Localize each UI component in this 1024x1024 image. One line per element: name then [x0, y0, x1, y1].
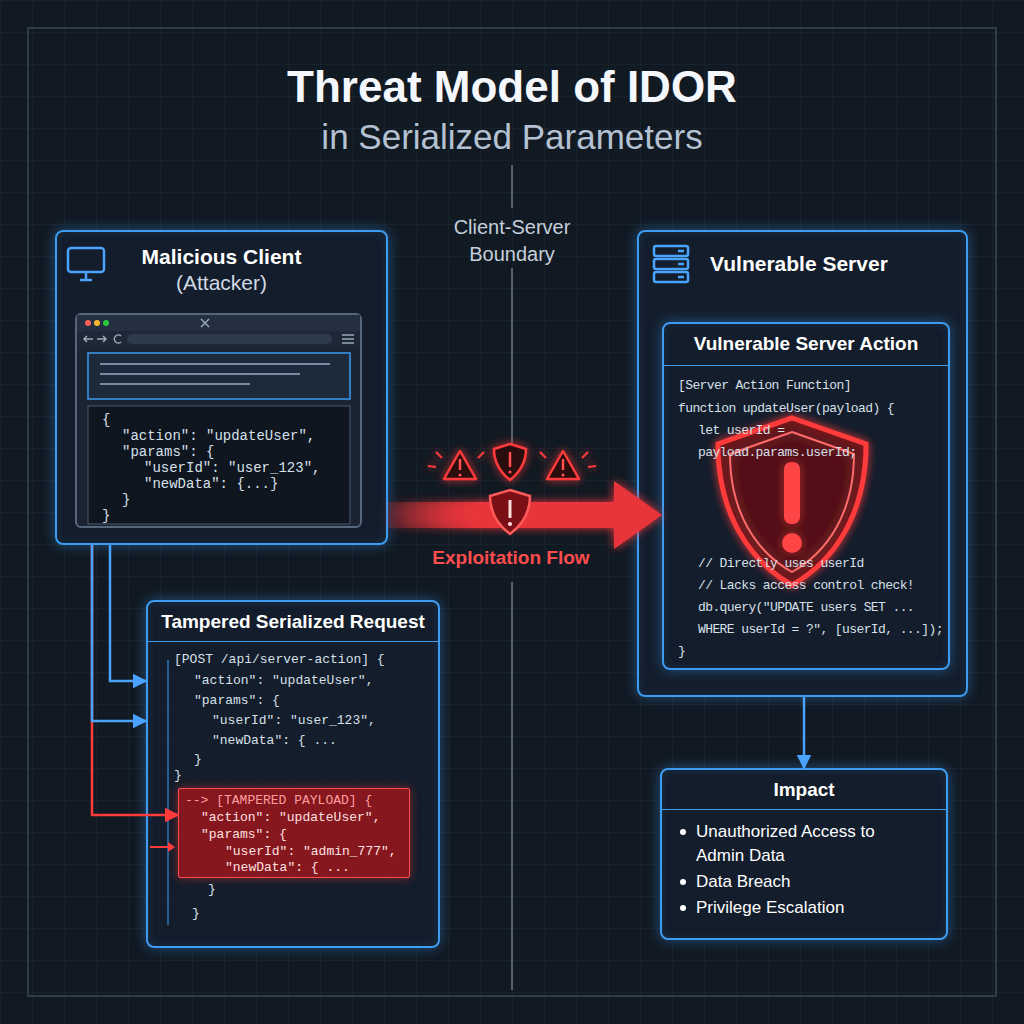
- impact-item: Privilege Escalation: [696, 896, 901, 920]
- warning-icons: [562, 459, 565, 470]
- arrow-shield: [490, 490, 530, 534]
- code-line: "action": "updateUser",: [201, 810, 380, 826]
- browser-chrome: [84, 335, 121, 343]
- connector-arrow: [803, 697, 806, 768]
- server-icon: [678, 251, 684, 277]
- code-line: db.query("UPDATE users SET ...: [698, 600, 914, 616]
- browser-chrome: [127, 334, 332, 344]
- code-line: "action": "updateUser",: [122, 428, 315, 444]
- code-line: // Directly uses userId: [698, 556, 864, 572]
- browser-chrome: [94, 320, 100, 326]
- browser-chrome: [88, 406, 350, 524]
- code-line: payload.params.userId;: [698, 445, 856, 461]
- warning-icons: [561, 473, 564, 476]
- warning-icons: [508, 470, 511, 473]
- connector-arrow: [110, 545, 146, 681]
- browser-chrome: [77, 315, 360, 331]
- code-line: [Server Action Function]: [678, 378, 851, 394]
- code-line: function updateUser(payload) {: [678, 401, 894, 417]
- request-box: Tampered Serialized Request [POST /api/se…: [146, 600, 440, 948]
- code-line: }: [122, 492, 130, 508]
- code-line: }: [102, 508, 110, 524]
- box-title: Tampered Serialized Request: [148, 602, 438, 642]
- code-line: }: [194, 752, 202, 768]
- boundary-line: [511, 165, 513, 990]
- connector-arrow: [92, 545, 146, 721]
- pointer-arrow: [150, 846, 168, 848]
- code-line: "userId": "user_123",: [212, 713, 376, 729]
- frame: [28, 28, 996, 996]
- warning-icons: [459, 459, 462, 470]
- box-title: Impact: [662, 770, 946, 810]
- browser-chrome: [88, 353, 350, 399]
- arrow-shield: [509, 500, 512, 518]
- code-line: [POST /api/server-action] {: [174, 652, 385, 668]
- warning-icons: [444, 451, 476, 479]
- code-line: "newData": {...}: [144, 476, 278, 492]
- code-line: "newData": { ...: [225, 860, 350, 876]
- code-line: let userId =: [698, 423, 784, 439]
- browser-chrome: [77, 315, 360, 524]
- warning-icons: [509, 452, 512, 467]
- subtitle: in Serialized Parameters: [0, 116, 1024, 158]
- bullet-dot: [680, 879, 686, 885]
- code-line: }: [174, 768, 182, 784]
- code-line: WHERE userId = ?", [userId, ...]);: [698, 622, 943, 638]
- bullet-dot: [680, 829, 686, 835]
- tampered-payload-box: --> [TAMPERED PAYLOAD] {"action": "updat…: [178, 788, 410, 878]
- code-line: }: [192, 906, 200, 922]
- browser-chrome: [342, 335, 354, 343]
- code-bracket-line: [167, 660, 169, 925]
- code-line: }: [678, 644, 685, 660]
- browser-chrome: [85, 320, 91, 326]
- impact-item: Data Breach: [696, 870, 901, 894]
- code-line: "params": {: [201, 827, 287, 843]
- code-bracket-line: [168, 660, 169, 925]
- box-title: Vulnerable Server Action: [664, 324, 948, 366]
- warning-icons: [458, 473, 461, 476]
- code-line: "newData": { ...: [212, 733, 337, 749]
- code-line: "userId": "admin_777",: [225, 844, 397, 860]
- code-line: "action": "updateUser",: [194, 673, 373, 689]
- browser-chrome: [201, 319, 209, 327]
- alert-shield: [784, 462, 800, 524]
- code-line: "params": {: [194, 693, 280, 709]
- code-line: {: [102, 412, 110, 428]
- edge-label: Exploitation Flow: [401, 547, 621, 570]
- diagram-title: Threat Model of IDOR: [0, 62, 1024, 112]
- arrow-shield: [490, 490, 530, 534]
- warning-icons: [494, 444, 526, 480]
- boundary-label: Client-Server Boundary: [437, 214, 587, 268]
- impact-box: ImpactUnauthorized Access to Admin DataD…: [660, 768, 948, 940]
- code-line: }: [208, 882, 216, 898]
- alert-shield: [782, 533, 802, 553]
- browser-chrome: [77, 331, 360, 347]
- code-line: --> [TAMPERED PAYLOAD] {: [185, 793, 372, 809]
- box-title: Vulnerable Server: [710, 251, 888, 276]
- box-subtitle: (Attacker): [57, 270, 386, 295]
- browser-chrome: [100, 364, 330, 384]
- impact-item: Unauthorized Access to Admin Data: [696, 820, 901, 868]
- code-line: "params": {: [122, 444, 214, 460]
- warning-icons: [428, 444, 596, 480]
- box-title: Malicious Client: [57, 244, 386, 269]
- exploit-arrow: [388, 481, 662, 549]
- browser-chrome: [103, 320, 109, 326]
- warning-icons: [547, 451, 579, 479]
- bullet-dot: [680, 905, 686, 911]
- code-line: "userId": "user_123",: [144, 460, 320, 476]
- code-line: // Lacks access control check!: [698, 578, 914, 594]
- arrow-shield: [508, 522, 512, 526]
